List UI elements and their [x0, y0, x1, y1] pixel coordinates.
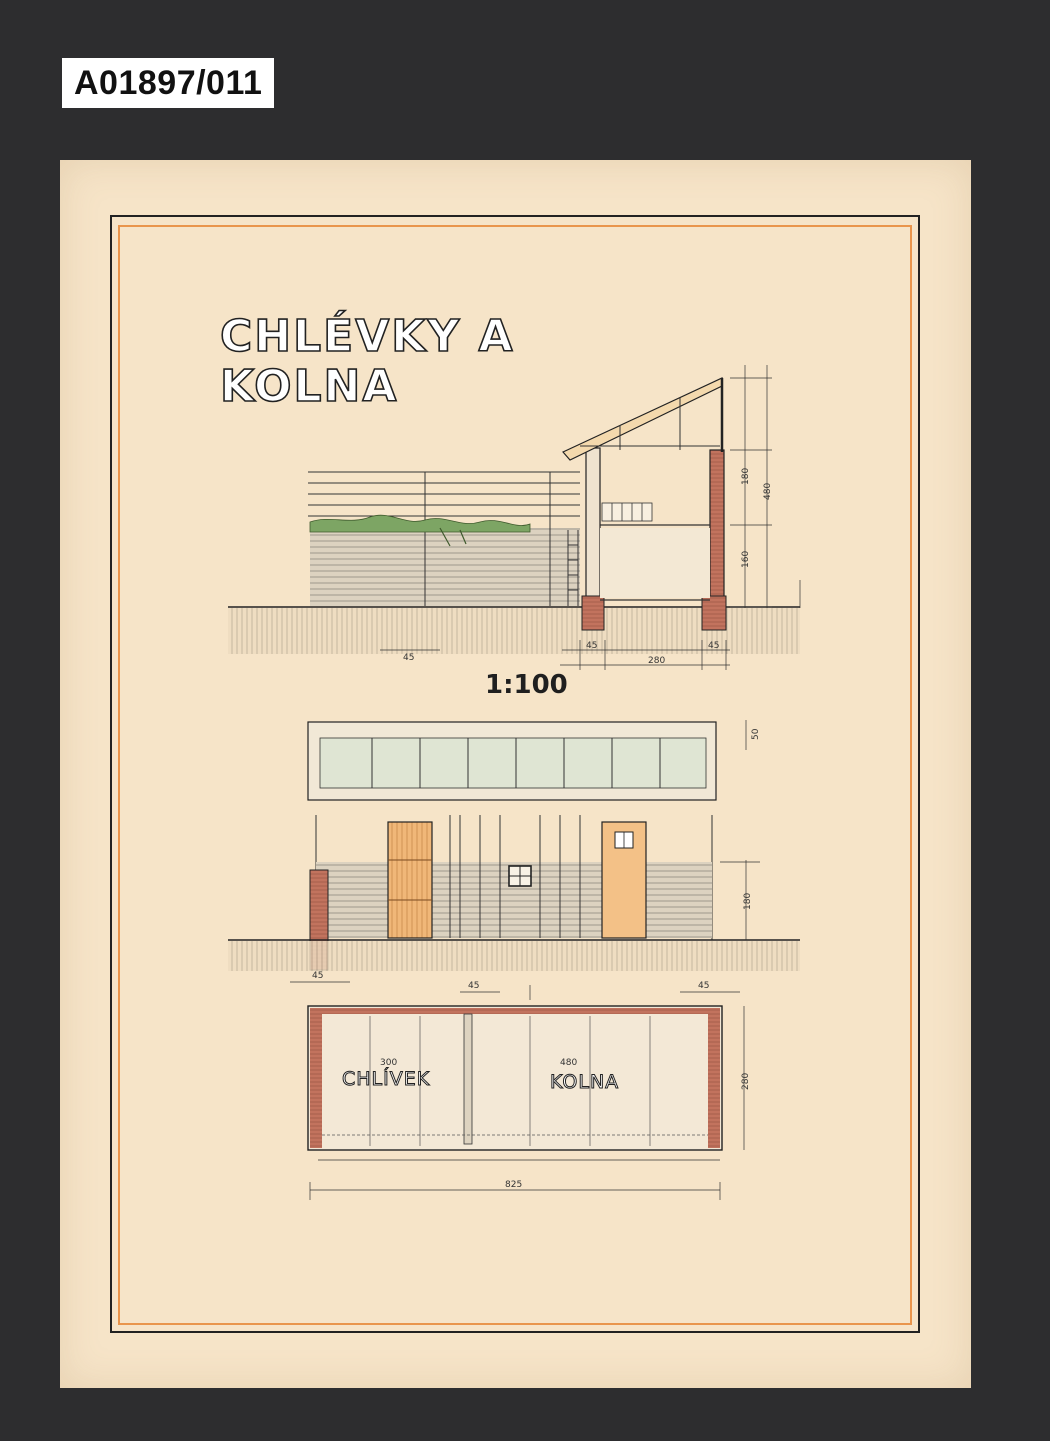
section-total-height: 480: [763, 483, 773, 500]
title-line-2: KOLNA: [219, 361, 399, 413]
elevation-height-dimension: 180: [743, 893, 753, 910]
plan-wall-mid-dimension: 45: [468, 981, 479, 991]
section-base-left-dimension: 45: [403, 653, 414, 663]
drawing-title: CHLÉVKY A KOLNA: [219, 311, 515, 413]
catalog-id-label: A01897/011: [62, 58, 275, 108]
architectural-drawing: 180 160 480 45 45 280 45: [228, 365, 801, 1200]
section-span-dimension: 280: [648, 656, 665, 666]
outer-frame: [110, 215, 920, 1333]
plan-width-dimension: 280: [741, 1073, 751, 1090]
plan-total-dimension: 825: [505, 1180, 522, 1190]
room-label-chlivek: CHLÍVEK: [342, 1067, 430, 1090]
elevation-view: 50 180: [228, 720, 800, 971]
plan-right-room-dimension: 480: [560, 1058, 577, 1068]
section-wall-left-dimension: 45: [586, 641, 597, 651]
left-door: [387, 821, 433, 939]
plan-view: CHLÍVEK KOLNA 300 480 45 45 45 280: [290, 971, 751, 1200]
drawing-sheet: CHLÉVKY A KOLNA 1:100: [60, 160, 971, 1388]
inner-frame: [118, 225, 912, 1325]
plan-left-room-dimension: 300: [380, 1058, 397, 1068]
plan-base-left-dimension: 45: [312, 971, 323, 981]
elevation-top-dimension: 50: [751, 728, 761, 740]
room-label-kolna: KOLNA: [550, 1071, 619, 1093]
scale-label: 1:100: [485, 670, 568, 700]
section-lower-dimension: 160: [741, 551, 751, 568]
title-line-1: CHLÉVKY A: [219, 311, 515, 363]
plan-wall-right-dimension: 45: [698, 981, 709, 991]
section-view: 180 160 480 45 45 280 45: [228, 365, 801, 670]
section-upper-dimension: 180: [741, 468, 751, 485]
section-wall-right-dimension: 45: [708, 641, 719, 651]
